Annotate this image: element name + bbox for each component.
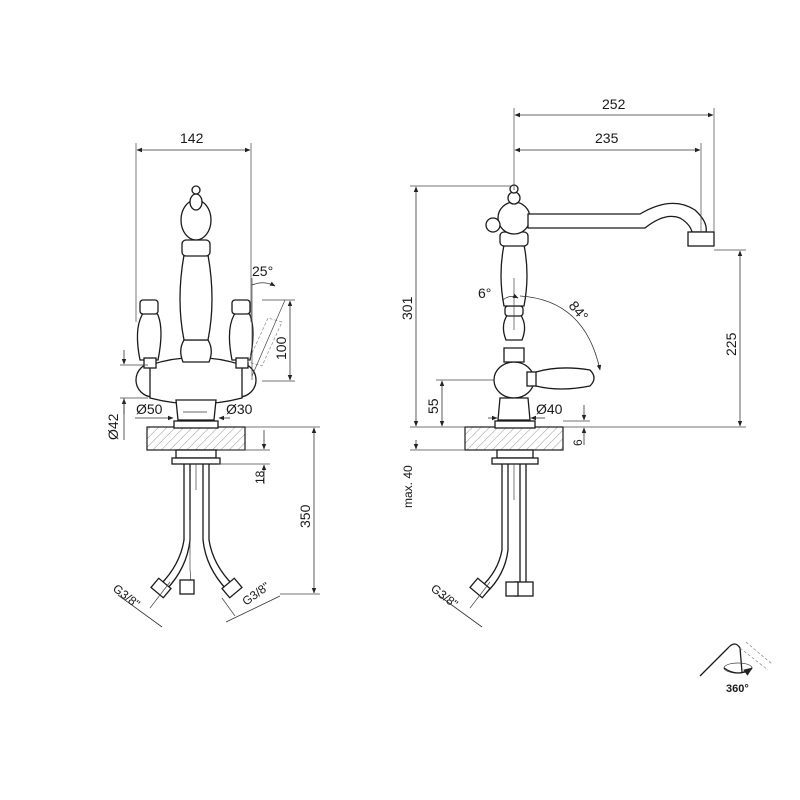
dim-height-225: 225	[723, 332, 739, 356]
dim-dia-40: Ø40	[536, 401, 563, 417]
dim-height-55: 55	[425, 398, 441, 414]
dim-thread-left: G3/8"	[110, 581, 142, 611]
dim-length-350: 350	[297, 504, 313, 528]
front-view: 142 25° 100 Ø42 Ø50 Ø30 18 350	[105, 130, 320, 628]
dim-angle-25: 25°	[252, 263, 273, 279]
dim-thread-side: G3/8"	[428, 581, 460, 611]
dim-width-142: 142	[180, 130, 204, 146]
dim-reach-252: 252	[602, 96, 626, 112]
front-countertop	[146, 426, 246, 451]
dim-height-100: 100	[273, 336, 289, 360]
rotation-label: 360°	[726, 683, 749, 695]
dim-angle-6: 6°	[478, 285, 491, 301]
dim-thread-right: G3/8"	[240, 579, 273, 608]
rotation-360-icon: 360°	[699, 641, 773, 695]
side-countertop	[464, 426, 564, 451]
dim-angle-84: 84°	[566, 298, 592, 325]
dim-height-18: 18	[253, 470, 267, 484]
dim-dia-42: Ø42	[105, 413, 121, 440]
dim-dia-50: Ø50	[136, 401, 163, 417]
dim-height-6: 6	[571, 439, 585, 446]
dim-height-301: 301	[399, 296, 415, 320]
dim-reach-235: 235	[595, 130, 619, 146]
dim-max-40: max. 40	[401, 465, 415, 508]
dim-dia-30: Ø30	[226, 401, 253, 417]
side-view: 252 235 301 6° 84° 225 55 Ø40 6	[399, 96, 746, 628]
